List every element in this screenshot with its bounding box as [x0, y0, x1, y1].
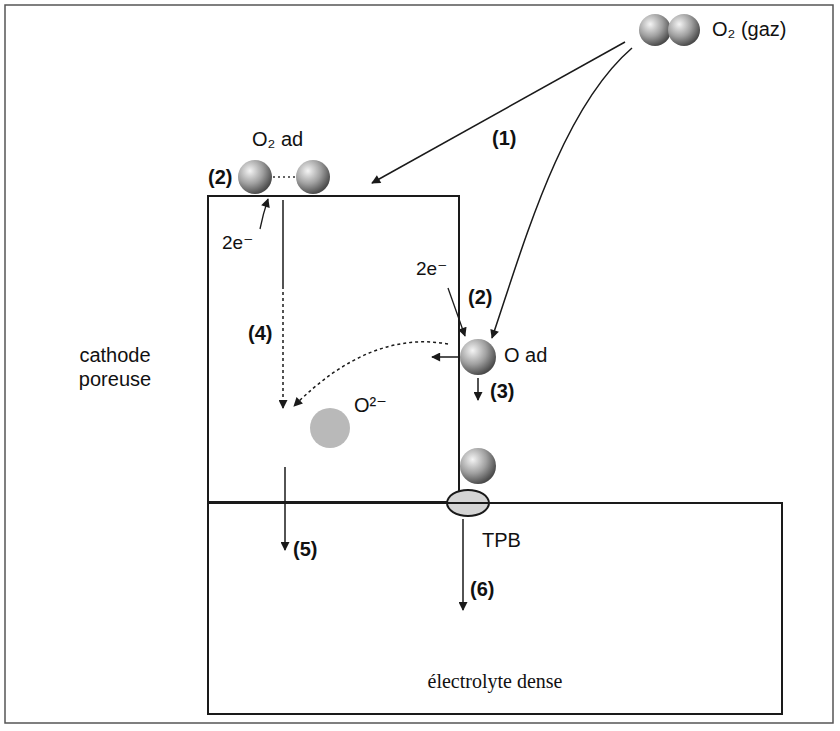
callout-number: (5): [293, 538, 317, 561]
diffusion-arrow: [477, 378, 479, 400]
oxygen-atom: [639, 14, 671, 46]
region-label: cathode poreuse: [67, 343, 163, 391]
species-label: O₂ (gaz): [712, 18, 786, 41]
oxygen-atom: [668, 14, 700, 46]
oxygen-atom: [238, 160, 272, 194]
oxide-ion: [310, 408, 350, 448]
callout-number: (1): [492, 127, 516, 150]
tpb-label: TPB: [482, 528, 521, 552]
transfer-arrow: [462, 519, 464, 610]
bulk-arrow: [282, 200, 284, 286]
frame: [5, 5, 833, 723]
callout-number: (6): [470, 578, 494, 601]
bulk-arrow: [282, 286, 284, 408]
electrolyte-box: électrolyte dense: [207, 502, 783, 715]
electron-label: 2e⁻: [222, 232, 253, 254]
incorporation-arrow: [432, 356, 458, 358]
region-label: électrolyte dense: [209, 669, 781, 693]
callout-number: (3): [490, 380, 514, 403]
electron-arrow: [260, 199, 268, 229]
callout-number: (2): [208, 166, 232, 189]
electron-label: 2e⁻: [416, 258, 447, 280]
bond-line: [273, 176, 295, 178]
oxygen-atom: [460, 339, 496, 375]
callout-number: (2): [468, 286, 492, 309]
oxygen-atom: [296, 160, 330, 194]
adsorption-arrow: [372, 42, 625, 183]
oxygen-atom: [460, 448, 496, 484]
species-label: O²⁻: [354, 394, 387, 417]
transfer-arrow: [284, 467, 286, 550]
species-label: O₂ ad: [252, 128, 303, 151]
species-label: O ad: [504, 344, 547, 367]
dissociation-arrow: [492, 48, 632, 338]
callout-number: (4): [248, 322, 272, 345]
electron-arrow: [448, 288, 465, 336]
